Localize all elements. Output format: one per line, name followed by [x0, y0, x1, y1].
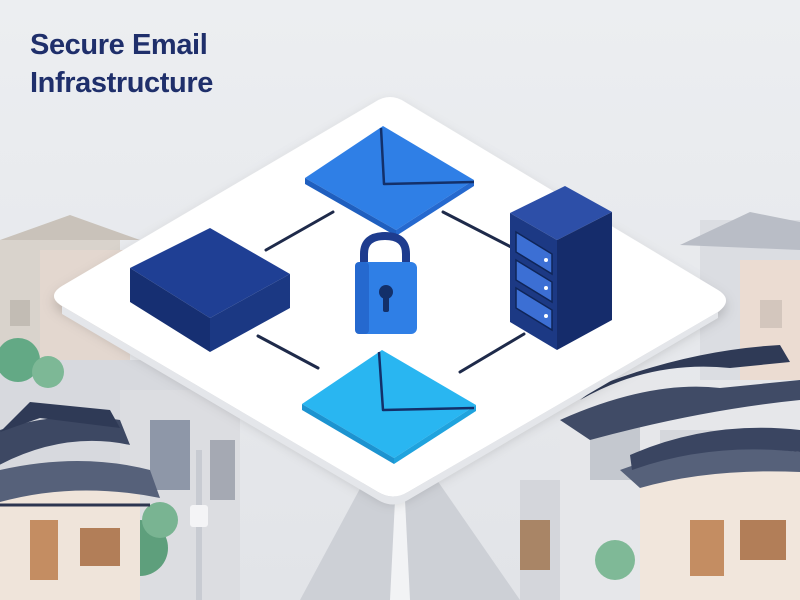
page-title-line-2: Infrastructure: [30, 67, 213, 99]
padlock-icon: [355, 231, 417, 334]
block-icon: [130, 228, 290, 352]
house-window: [150, 420, 190, 490]
connector-top-left: [264, 210, 335, 252]
tree: [0, 338, 40, 382]
envelope-icon: [305, 126, 475, 236]
server-drive: [515, 230, 553, 276]
street-road: [300, 470, 520, 600]
envelope-icon: [302, 350, 476, 464]
town-right: [520, 212, 800, 600]
connector-bottom-left: [256, 334, 320, 370]
server-drive: [515, 258, 553, 304]
connector-top-right: [441, 210, 515, 250]
server-icon: [510, 186, 612, 350]
server-drive: [515, 286, 553, 332]
page-title-line-1: Secure Email: [30, 29, 208, 61]
connector-bottom-right: [458, 332, 526, 374]
hanok-house-right: [560, 380, 800, 440]
connector-lines: [256, 210, 526, 374]
page-title: Secure Email Infrastructure: [30, 26, 213, 102]
